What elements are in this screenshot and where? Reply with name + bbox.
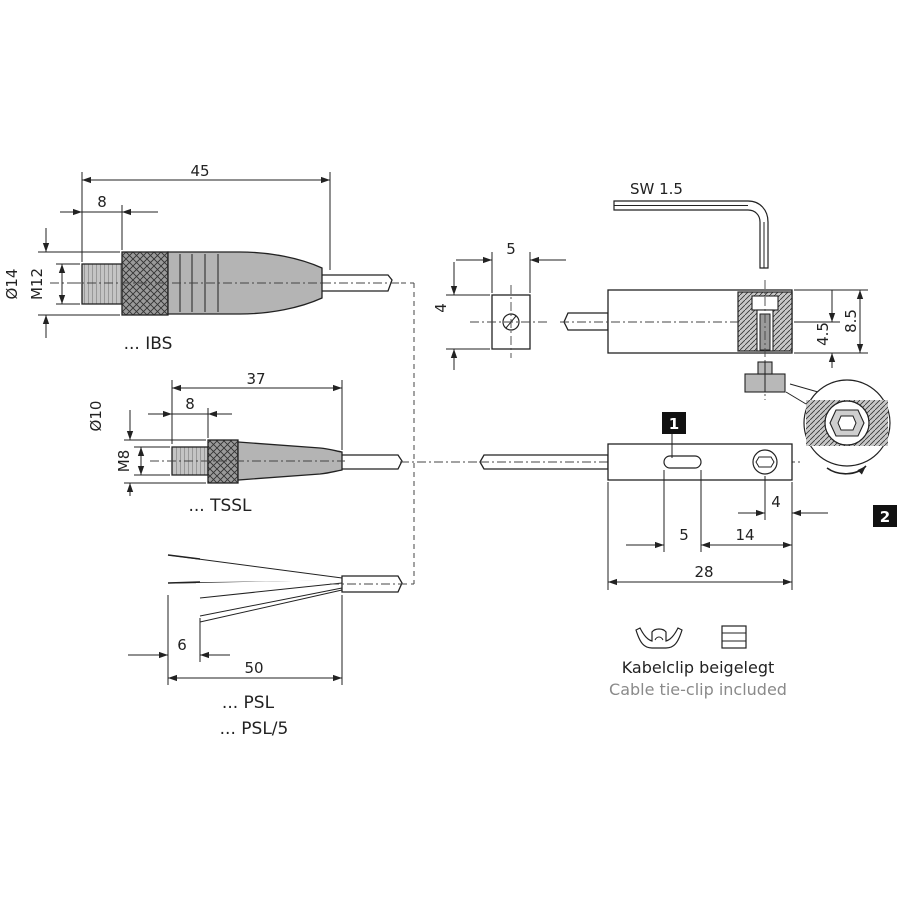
sensor-dim-4-5: 4.5 [814, 322, 832, 346]
sensor-height-dimension: 4 [432, 303, 450, 313]
sensor-top-view: 4 5 14 28 [479, 443, 828, 590]
sensor-total-dimension: 28 [694, 563, 713, 581]
psl-strip-dimension: 6 [177, 636, 187, 654]
cable-clip-note: Kabelclip beigelegt Cable tie-clip inclu… [609, 625, 787, 699]
sensor-hole-dimension: 4 [771, 493, 781, 511]
ibs-length-dimension: 45 [190, 162, 209, 180]
clip-note-english: Cable tie-clip included [609, 680, 787, 699]
sensor-width-dimension: 5 [506, 240, 516, 258]
ibs-label: ... IBS [124, 334, 173, 354]
tssl-diameter-dimension: Ø10 [87, 401, 105, 432]
tssl-length-dimension: 37 [246, 370, 265, 388]
ibs-thread-length-dimension: 8 [97, 193, 107, 211]
cable-clip-side-icon [721, 625, 747, 649]
sensor-side-view: SW 1.5 4.5 8.5 [560, 180, 868, 405]
callout-2-text: 2 [880, 508, 890, 526]
psl-length-dimension: 50 [244, 659, 263, 677]
tssl-thread-length-dimension: 8 [185, 395, 195, 413]
sensor-end-view: 5 4 [432, 240, 566, 370]
psl5-label: ... PSL/5 [220, 719, 289, 739]
tssl-thread-dimension: M8 [115, 450, 133, 473]
sensor-slot-dimension: 5 [679, 526, 689, 544]
psl-label: ... PSL [222, 693, 275, 713]
callout-2: 2 [873, 505, 897, 527]
screw-detail-view [803, 379, 891, 475]
connection-lines [392, 282, 478, 585]
connector-tssl: 37 8 Ø10 M8 ... TSSL [87, 370, 403, 516]
clip-note-german: Kabelclip beigelegt [622, 658, 775, 677]
callout-1: 1 [662, 412, 686, 458]
hex-key-label: SW 1.5 [630, 180, 683, 198]
cable-clip-icon [635, 627, 683, 649]
connector-psl: 6 50 ... PSL ... PSL/5 [128, 554, 410, 739]
ibs-diameter-dimension: Ø14 [3, 269, 21, 300]
connector-ibs: 45 8 Ø14 M12 ... IBS [3, 162, 400, 354]
sensor-mid-dimension: 14 [735, 526, 754, 544]
sensor-dim-8-5: 8.5 [842, 309, 860, 333]
callout-1-text: 1 [669, 415, 679, 433]
tssl-label: ... TSSL [188, 496, 252, 516]
ibs-thread-dimension: M12 [28, 268, 46, 300]
